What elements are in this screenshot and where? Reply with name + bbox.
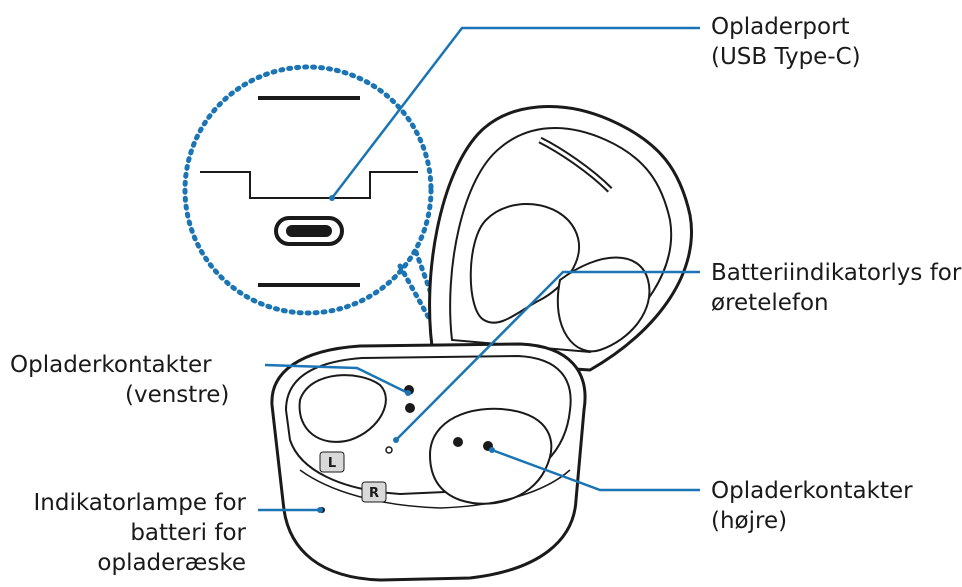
case-body xyxy=(270,342,587,582)
slot-mark-left-text: L xyxy=(328,456,336,471)
callout-contacts-right xyxy=(491,448,700,492)
slot-mark-left: L xyxy=(319,451,345,473)
case-lid xyxy=(428,105,693,372)
label-earbud-indicator: Batteriindikatorlys for øretelefon xyxy=(711,258,961,318)
label-case-indicator-line3: opladeræske xyxy=(97,550,246,576)
label-charging-port-line2: (USB Type-C) xyxy=(711,44,861,70)
label-contacts-left: Opladerkontakter (venstre) xyxy=(10,350,229,410)
label-earbud-indicator-line2: øretelefon xyxy=(711,290,829,316)
callout-dots xyxy=(317,195,495,513)
earbud-indicator-led xyxy=(385,446,393,454)
label-case-indicator: Indikatorlampe for batteri for opladeræs… xyxy=(10,488,246,578)
label-contacts-left-line2: (venstre) xyxy=(125,382,230,408)
zoom-circle xyxy=(182,64,434,316)
label-charging-port-line1: Opladerport xyxy=(711,14,850,40)
label-case-indicator-line2: batteri for xyxy=(130,520,246,546)
callout-charging-port xyxy=(331,26,700,199)
slot-mark-right: R xyxy=(361,481,387,503)
callout-lines xyxy=(258,26,700,512)
label-case-indicator-line1: Indikatorlampe for xyxy=(33,490,246,516)
label-contacts-left-line1: Opladerkontakter xyxy=(10,352,212,378)
label-contacts-right-line1: Opladerkontakter xyxy=(711,478,913,504)
label-contacts-right: Opladerkontakter (højre) xyxy=(711,476,913,536)
port-detail xyxy=(200,96,418,287)
label-contacts-right-line2: (højre) xyxy=(711,508,788,534)
callout-earbud-indicator xyxy=(395,270,700,441)
label-earbud-indicator-line1: Batteriindikatorlys for xyxy=(711,260,962,286)
slot-mark-right-text: R xyxy=(369,486,379,501)
label-charging-port: Opladerport (USB Type-C) xyxy=(711,12,861,72)
callout-contacts-left xyxy=(264,363,409,395)
